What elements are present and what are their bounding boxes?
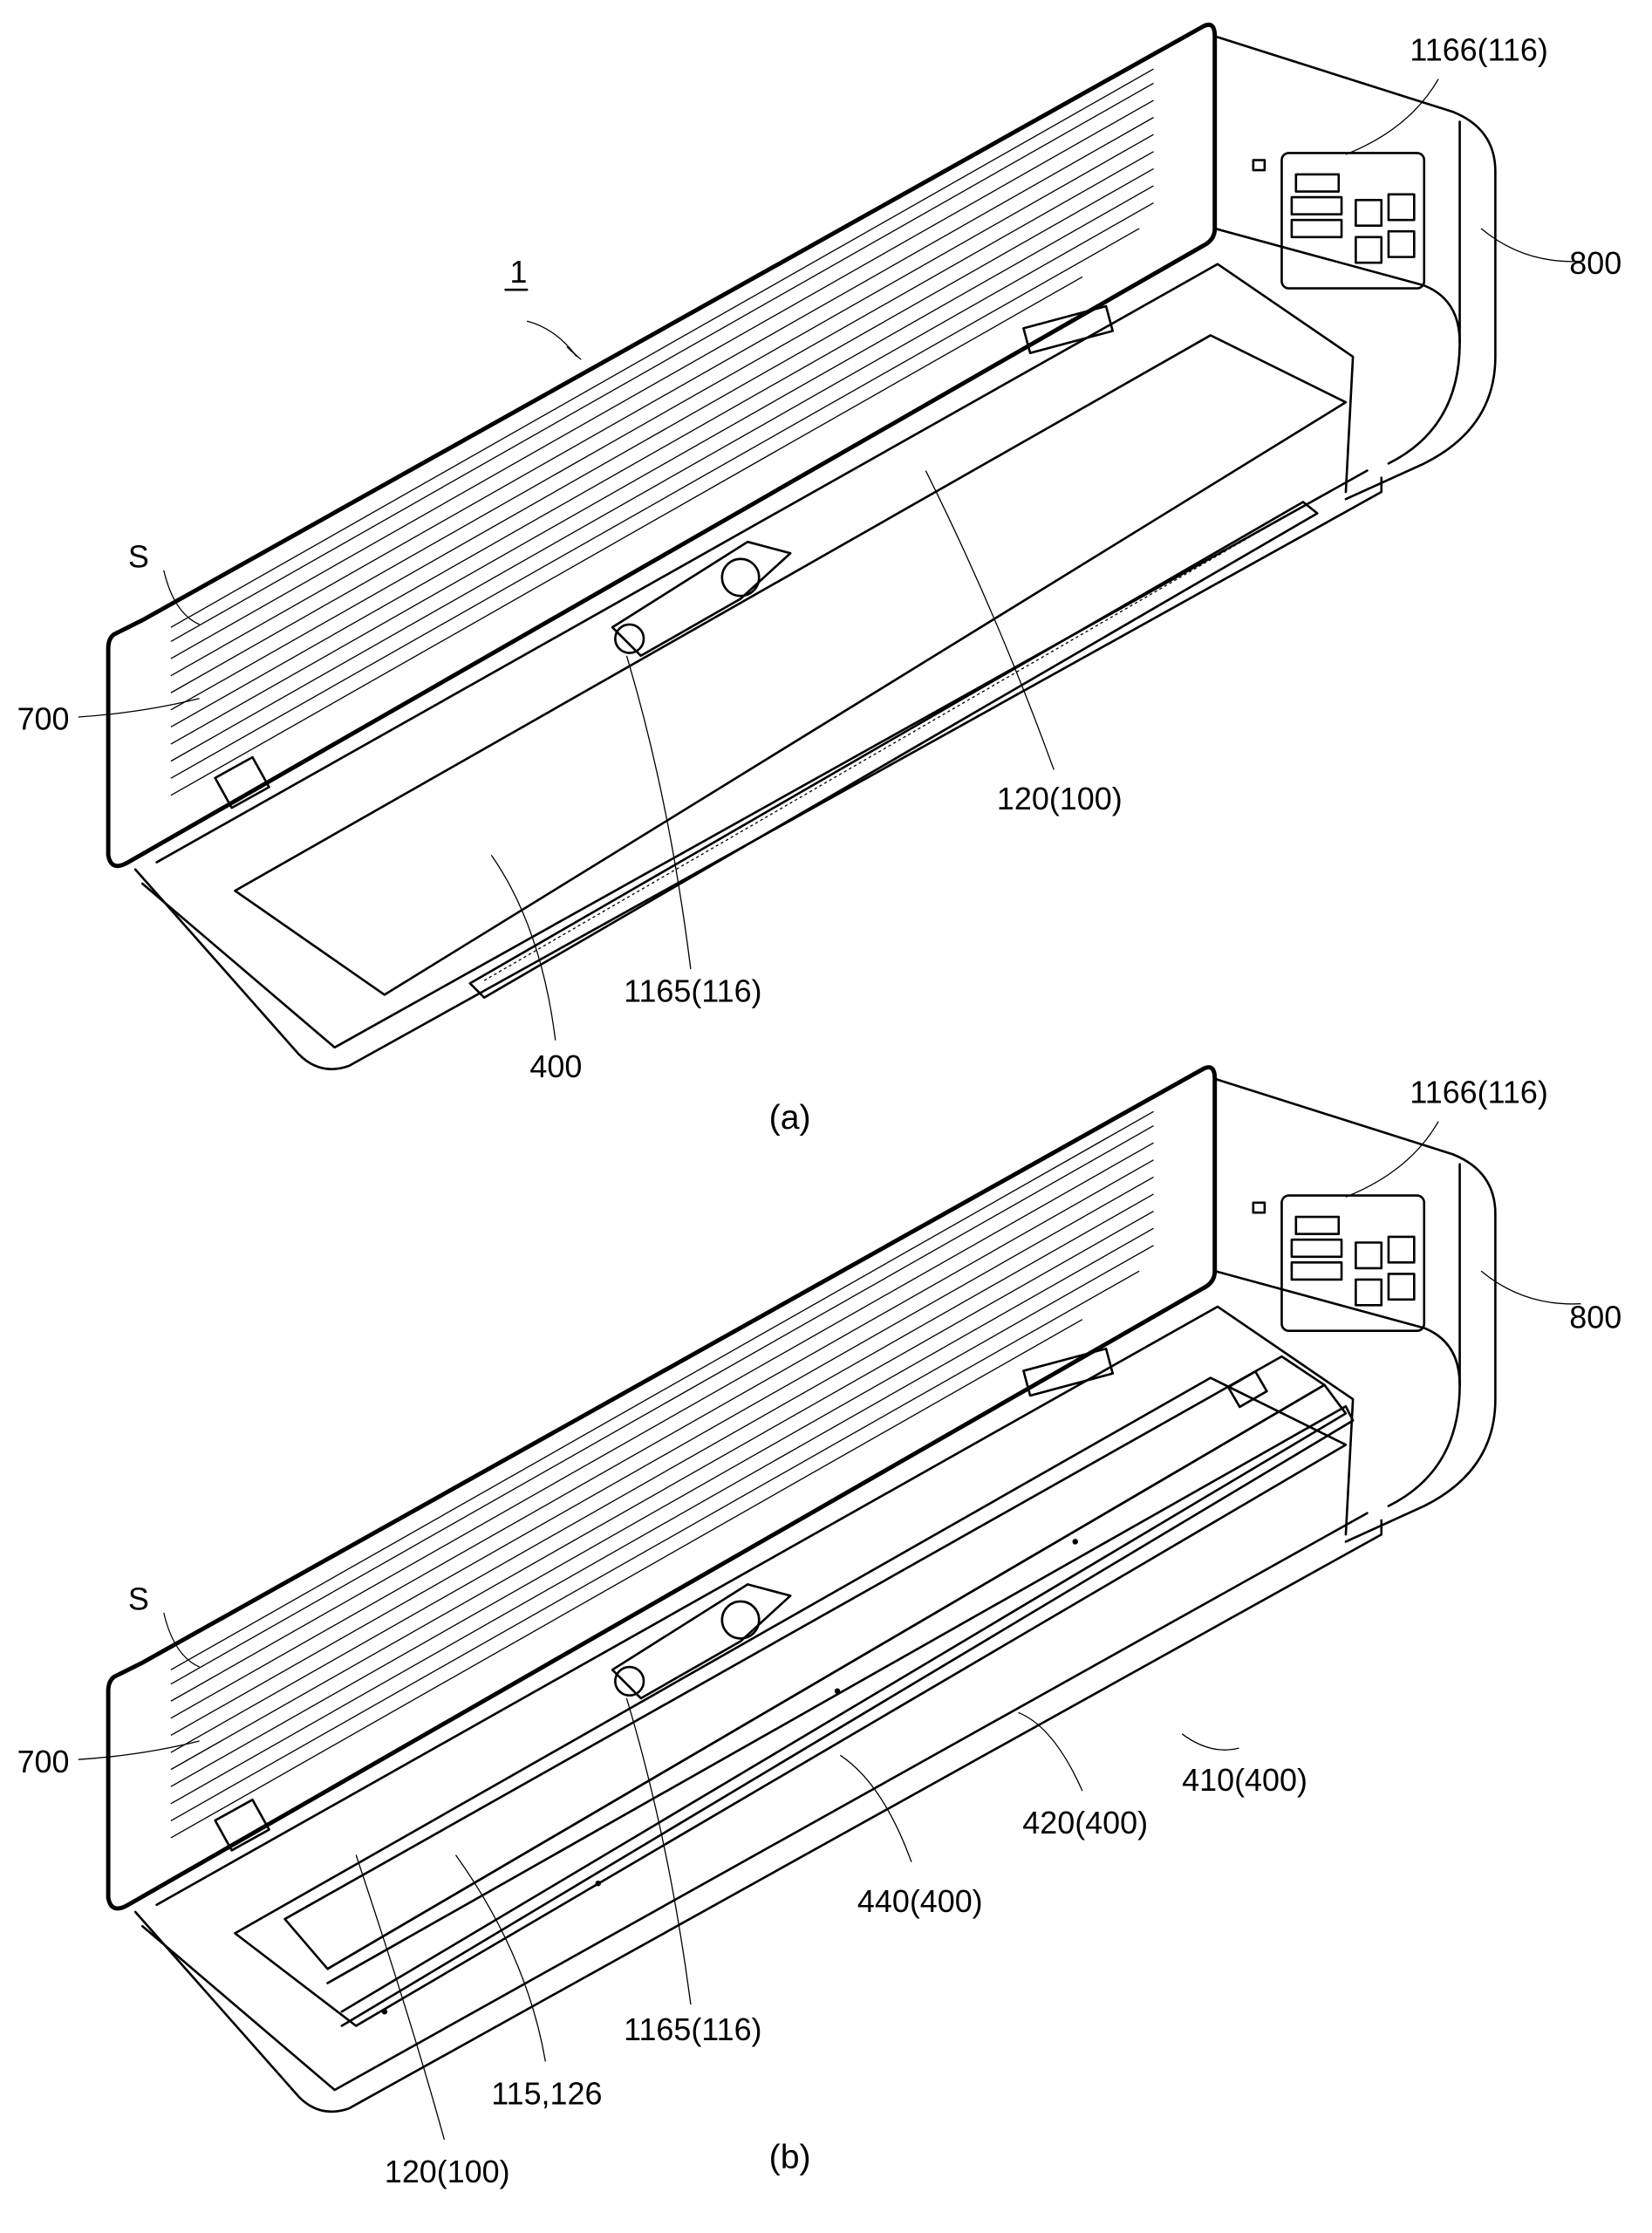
label-lower-panel: 120(100) [385,2154,510,2189]
sensor-lens-icon [720,557,761,598]
lamp-holder [1226,1370,1268,1409]
label-lower-panel: 120(100) [997,781,1123,816]
sensor-lens-icon [614,623,645,654]
label-display: 1166(116) [1410,31,1547,67]
sensor-lens-icon [720,1600,761,1640]
label-sensor: 1165(116) [624,2011,761,2047]
figure-a: 1 S 700 1166(116) 800 120(100) 1165(116)… [17,24,1621,1137]
lower-panel-window [234,334,1348,996]
label-louver-panel: 700 [17,701,70,737]
label-display: 1166(116) [1410,1074,1547,1110]
label-lamp: 440(400) [857,1883,983,1919]
sensor-housing [611,540,792,658]
grille-slots [483,501,1311,981]
caption-b: (b) [769,2139,811,2176]
label-slot: S [128,1581,149,1617]
sensor-lens-icon [614,1665,645,1697]
label-side-case: 800 [1569,1299,1621,1335]
lamp [283,1355,1326,1970]
label-device: 1 [510,254,528,290]
label-frame: 410(400) [1182,1762,1307,1798]
caption-a: (a) [769,1099,811,1137]
label-lamp-holder: 420(400) [1022,1805,1148,1840]
label-filter: 400 [529,1048,582,1084]
grille-strip [468,501,1319,999]
figure-b: S 700 1166(116) 800 410(400) 420(400) 44… [17,1068,1621,2189]
label-fastener: 115,126 [491,2075,602,2111]
sensor-housing [611,1583,792,1700]
label-slot: S [128,539,149,575]
lamp-frame [234,1376,1348,2027]
label-sensor: 1165(116) [624,973,761,1009]
label-louver-panel: 700 [17,1744,70,1779]
label-side-case: 800 [1569,245,1621,281]
